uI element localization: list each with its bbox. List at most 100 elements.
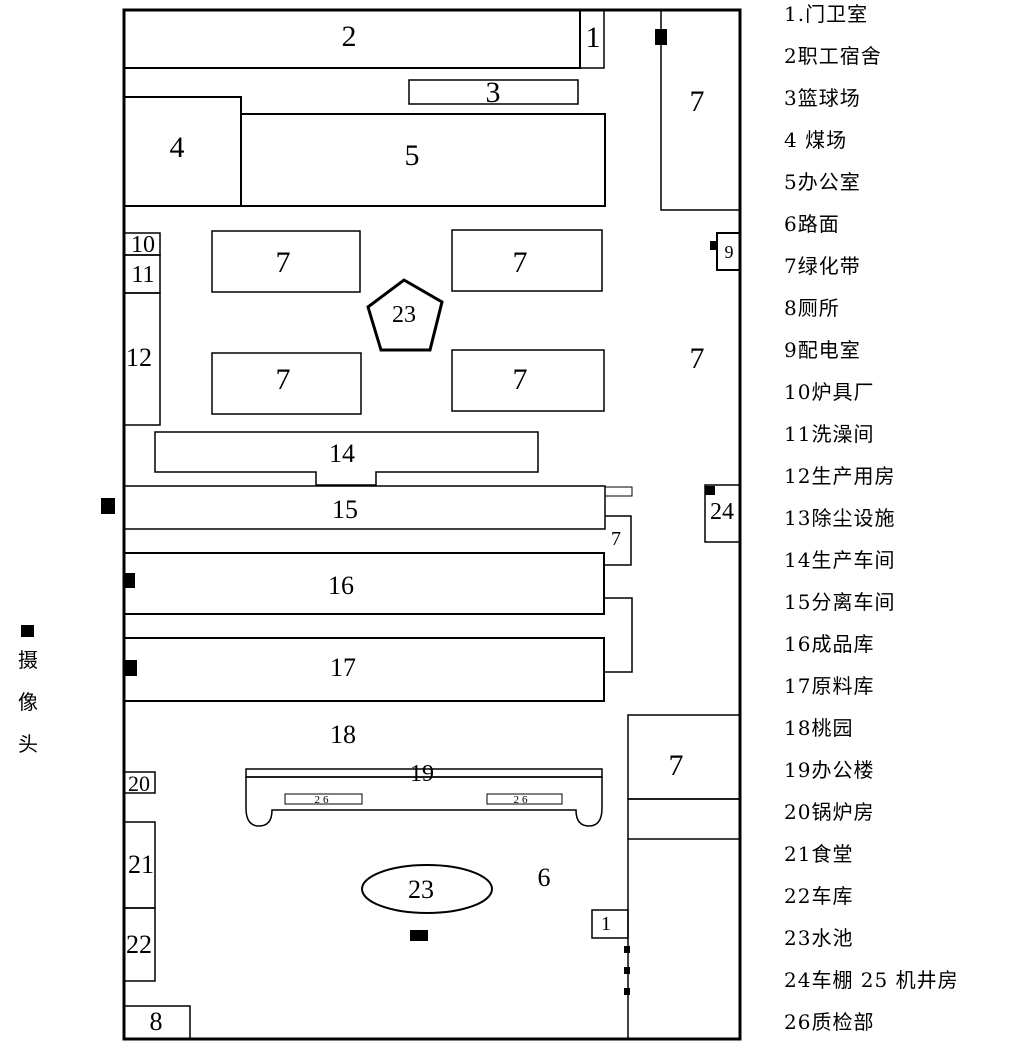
legend-item: 20锅炉房 [784, 800, 875, 824]
label-bathhouse: 11 [131, 262, 154, 288]
label-separation-workshop: 15 [332, 495, 358, 524]
green-bottom-right-rect [627, 714, 741, 800]
pentagon-pool-shape [366, 278, 444, 352]
label-green-block-c: 7 [276, 363, 291, 396]
basketball-court-rect [408, 79, 579, 105]
legend-item: 15分离车间 [784, 590, 896, 614]
label-bike-shed: 24 [710, 499, 734, 525]
legend-item: 4 煤场 [784, 128, 848, 152]
legend-item: 5办公室 [784, 170, 861, 194]
quality-left-rect [284, 793, 363, 805]
camera-marker [124, 660, 137, 676]
label-boiler-room: 20 [128, 771, 150, 796]
label-power-room: 9 [725, 242, 734, 262]
power-room-rect [716, 232, 741, 271]
legend-item: 19办公楼 [784, 758, 875, 782]
label-green-block-d: 7 [513, 363, 528, 396]
legend-item: 10炉具厂 [784, 380, 875, 404]
garage-rect [123, 907, 156, 982]
camera-legend-icon [21, 625, 34, 637]
camera-legend-char: 摄 [18, 648, 38, 672]
legend-item: 11洗澡间 [784, 422, 875, 446]
legend-item: 12生产用房 [784, 464, 896, 488]
office-building-body [245, 776, 603, 827]
legend-item: 1.门卫室 [784, 2, 869, 26]
label-office-building: 19 [410, 761, 434, 787]
camera-marker [410, 930, 428, 941]
camera-marker [101, 498, 115, 514]
label-green-top-right: 7 [690, 85, 705, 118]
green-block-a-rect [211, 230, 361, 293]
legend-item: 17原料库 [784, 674, 875, 698]
legend-item: 8厕所 [784, 296, 840, 320]
camera-marker [124, 573, 135, 588]
connector-bracket [604, 597, 633, 673]
green-top-right-rect [660, 9, 741, 211]
label-coal-yard: 4 [170, 131, 185, 164]
dust-removal-rect [604, 486, 633, 497]
legend-item: 9配电室 [784, 338, 861, 362]
camera-marker [624, 988, 630, 995]
label-raw-material-store: 17 [330, 653, 356, 682]
camera-legend-char: 头 [18, 732, 38, 756]
camera-marker [710, 241, 718, 250]
green-block-b-rect [451, 229, 603, 292]
label-dormitory: 2 [342, 20, 357, 53]
label-toilet: 8 [150, 1007, 163, 1036]
label-office: 5 [405, 139, 420, 172]
legend-item: 13除尘设施 [784, 506, 896, 530]
legend-item: 24车棚 25 机井房 [784, 968, 959, 992]
label-green-block-b: 7 [513, 246, 528, 279]
production-workshop-shape [154, 431, 539, 486]
legend-item: 2职工宿舍 [784, 44, 882, 68]
camera-marker [624, 967, 630, 974]
label-gatehouse-bottom: 1 [601, 913, 611, 935]
raw-material-store-rect [123, 637, 605, 702]
separation-workshop-rect [123, 485, 606, 530]
label-gatehouse-top: 1 [586, 21, 601, 54]
camera-marker [655, 29, 667, 45]
production-house-rect [123, 292, 161, 426]
green-block-d-rect [451, 349, 605, 412]
legend-item: 16成品库 [784, 632, 875, 656]
label-green-right-middle: 7 [690, 342, 705, 375]
label-garage: 22 [126, 930, 152, 959]
green-small-bracket [605, 515, 632, 566]
legend-item: 7绿化带 [784, 254, 861, 278]
camera-marker [705, 486, 715, 495]
camera-legend-char: 像 [18, 690, 38, 714]
legend-item: 14生产车间 [784, 548, 896, 572]
legend-item: 18桃园 [784, 716, 854, 740]
label-quality-right: 26 [514, 794, 531, 806]
label-quality-left: 26 [315, 794, 332, 806]
bike-shed-rect [704, 484, 741, 543]
label-oval-pool: 23 [408, 875, 434, 904]
office-rect [240, 113, 606, 207]
label-basketball-court: 3 [486, 76, 501, 109]
label-pentagon-pool: 23 [392, 302, 416, 328]
legend-item: 6路面 [784, 212, 840, 236]
gatehouse-top-rect [579, 9, 605, 69]
label-production-house: 12 [126, 343, 152, 372]
legend-item: 21食堂 [784, 842, 854, 866]
label-green-small: 7 [611, 528, 621, 550]
finished-goods-store-rect [123, 552, 605, 615]
label-road: 6 [538, 863, 551, 892]
legend-item: 26质检部 [784, 1010, 875, 1034]
gatehouse-bottom-rect [591, 909, 629, 939]
label-finished-goods-store: 16 [328, 571, 354, 600]
label-stove-factory: 10 [131, 232, 155, 258]
quality-right-rect [486, 793, 563, 805]
legend-item: 3篮球场 [784, 86, 861, 110]
label-green-block-a: 7 [276, 246, 291, 279]
boiler-room-rect [123, 771, 156, 794]
legend-item: 23水池 [784, 926, 854, 950]
label-production-workshop: 14 [329, 439, 355, 468]
legend-item: 22车库 [784, 884, 854, 908]
oval-pool-shape [361, 864, 493, 914]
label-green-bottom-right: 7 [669, 749, 684, 782]
toilet-rect [123, 1005, 191, 1040]
label-canteen: 21 [128, 850, 154, 879]
camera-marker [624, 946, 630, 953]
